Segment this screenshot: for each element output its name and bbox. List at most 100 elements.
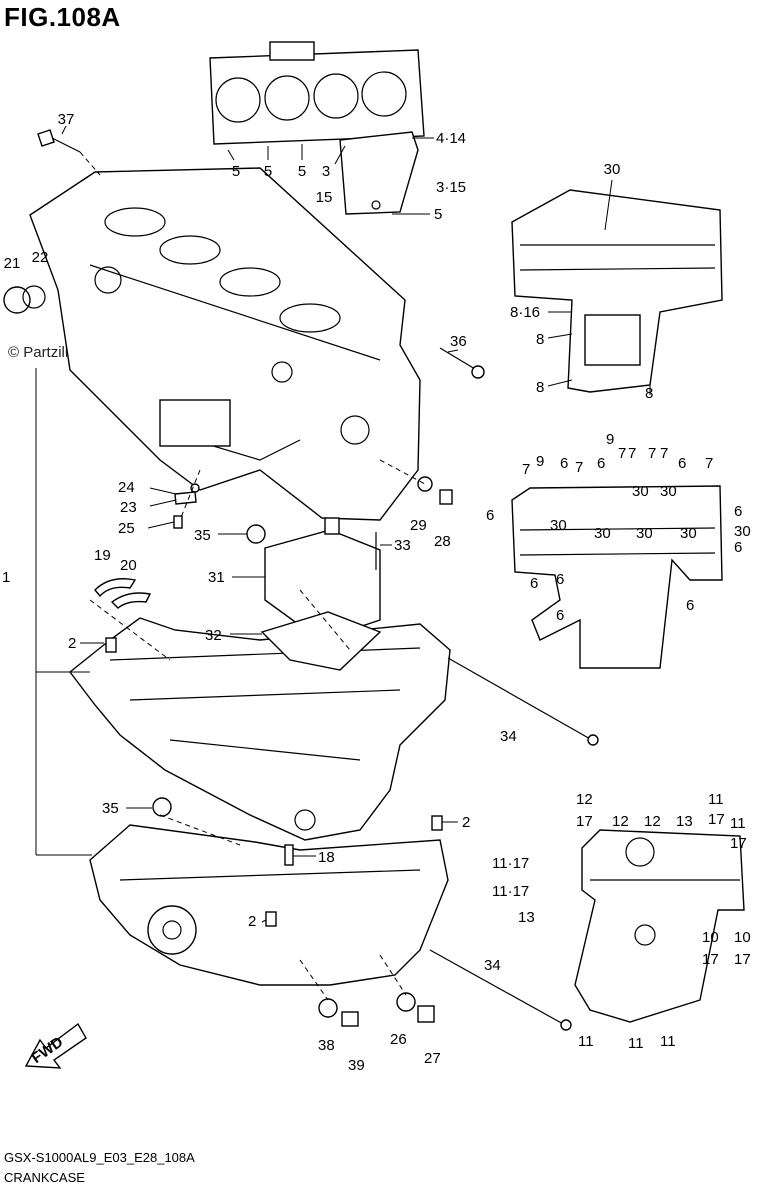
callout-2: 2 — [462, 814, 470, 831]
callout-23: 23 — [120, 499, 137, 516]
callout-7: 7 — [648, 445, 656, 462]
callout-5: 5 — [434, 206, 442, 223]
callout-21: 21 — [4, 255, 21, 272]
callout-37: 37 — [58, 111, 75, 128]
callout-11: 11 — [708, 791, 724, 808]
callout-15: 15 — [316, 189, 333, 206]
callout-7: 7 — [522, 461, 530, 478]
diagram-code: GSX-S1000AL9_E03_E28_108A — [4, 1150, 195, 1165]
callout-30: 30 — [680, 525, 697, 542]
callout-3-15: 3·15 — [436, 179, 466, 196]
callout-7: 7 — [628, 445, 636, 462]
callout-26: 26 — [390, 1031, 407, 1048]
cylinder-gasket — [209, 41, 425, 215]
callout-5: 5 — [298, 163, 306, 180]
callout-30: 30 — [734, 523, 751, 540]
callout-17: 17 — [576, 813, 593, 830]
callout-6: 6 — [597, 455, 605, 472]
callout-17: 17 — [708, 811, 725, 828]
callout-25: 25 — [118, 520, 135, 537]
fwd-arrow-icon: FWD — [24, 1022, 87, 1069]
callout-11: 11 — [660, 1033, 676, 1050]
callout-7: 7 — [618, 445, 626, 462]
lower-crankcase — [69, 617, 451, 841]
callout-20: 20 — [120, 557, 137, 574]
callout-5: 5 — [264, 163, 272, 180]
callout-5: 5 — [232, 163, 240, 180]
callout-8: 8 — [536, 331, 544, 348]
callout-33: 33 — [394, 537, 411, 554]
breakout-lower — [574, 829, 745, 1023]
callout-8: 8 — [645, 385, 653, 402]
callout-3: 3 — [322, 163, 330, 180]
callout-11-17: 11·17 — [492, 855, 529, 872]
callout-31: 31 — [208, 569, 225, 586]
callout-17: 17 — [702, 951, 719, 968]
callout-19: 19 — [94, 547, 111, 564]
callout-11: 11 — [730, 815, 746, 832]
callout-30: 30 — [604, 161, 621, 178]
callout-8-16: 8·16 — [510, 304, 540, 321]
callout-7: 7 — [575, 459, 583, 476]
callout-35: 35 — [194, 527, 211, 544]
callout-39: 39 — [348, 1057, 365, 1074]
diagram-caption: CRANKCASE — [4, 1170, 85, 1185]
callout-6: 6 — [486, 507, 494, 524]
callout-6: 6 — [686, 597, 694, 614]
callout-9: 9 — [536, 453, 544, 470]
callout-30: 30 — [550, 517, 567, 534]
callout-30: 30 — [636, 525, 653, 542]
callout-34: 34 — [500, 728, 517, 745]
callout-7: 7 — [705, 455, 713, 472]
callout-11: 11 — [578, 1033, 594, 1050]
figure-title: FIG.108A — [4, 2, 121, 32]
callout-7: 7 — [660, 445, 668, 462]
callout-4-14: 4·14 — [436, 130, 466, 147]
callout-6: 6 — [678, 455, 686, 472]
callout-9: 9 — [606, 431, 614, 448]
assembly-lines — [79, 151, 426, 1001]
callout-34: 34 — [484, 957, 501, 974]
callout-10: 10 — [702, 929, 719, 946]
callout-38: 38 — [318, 1037, 335, 1054]
callout-32: 32 — [205, 627, 222, 644]
callout-13: 13 — [676, 813, 693, 830]
callout-12: 12 — [612, 813, 629, 830]
item-1-bracket — [35, 368, 92, 856]
callout-27: 27 — [424, 1050, 441, 1067]
callout-22: 22 — [32, 249, 49, 266]
callout-12: 12 — [576, 791, 593, 808]
callout-30: 30 — [632, 483, 649, 500]
breakout-upper — [511, 189, 723, 393]
callouts: 37 21 22 5 5 5 3 15 4·14 3·15 5 30 8·16 … — [2, 111, 751, 1074]
callout-24: 24 — [118, 479, 135, 496]
callout-13: 13 — [518, 909, 535, 926]
leader-lines — [61, 125, 651, 923]
breakout-middle — [511, 485, 723, 669]
callout-2: 2 — [68, 635, 76, 652]
callout-35: 35 — [102, 800, 119, 817]
callout-11-17: 11·17 — [492, 883, 529, 900]
upper-crankcase — [29, 167, 421, 521]
callout-30: 30 — [660, 483, 677, 500]
callout-17: 17 — [734, 951, 751, 968]
callout-36: 36 — [450, 333, 467, 350]
callout-6: 6 — [734, 503, 742, 520]
callout-11: 11 — [628, 1035, 644, 1052]
callout-29: 29 — [410, 517, 427, 534]
callout-6: 6 — [530, 575, 538, 592]
oil-cooler — [260, 517, 382, 671]
callout-17: 17 — [730, 835, 747, 852]
callout-18: 18 — [318, 849, 335, 866]
callout-10: 10 — [734, 929, 751, 946]
callout-8: 8 — [536, 379, 544, 396]
callout-6: 6 — [560, 455, 568, 472]
callout-28: 28 — [434, 533, 451, 550]
callout-6: 6 — [556, 571, 564, 588]
oil-pan — [89, 824, 449, 986]
callout-1: 1 — [2, 569, 10, 586]
callout-30: 30 — [594, 525, 611, 542]
callout-2: 2 — [248, 913, 256, 930]
